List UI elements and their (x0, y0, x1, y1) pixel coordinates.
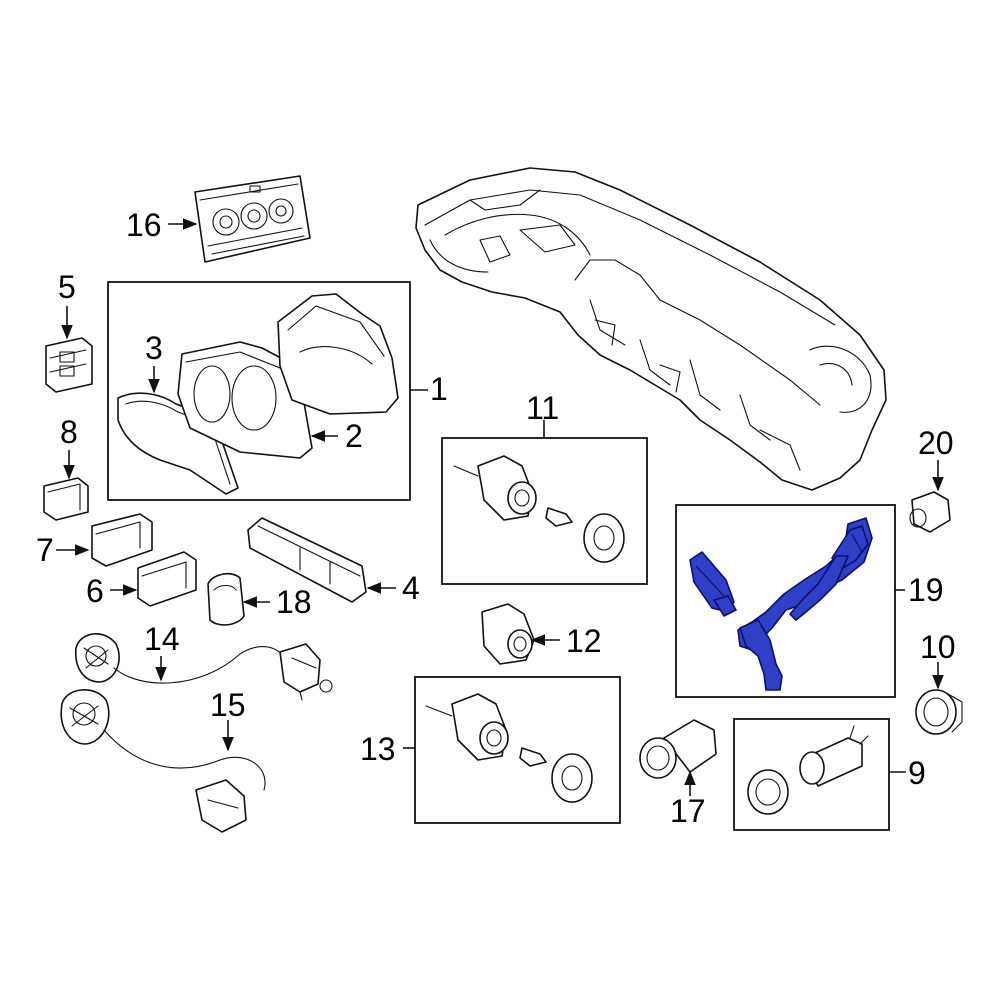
part-9-box (733, 718, 890, 831)
callout-12: 12 (566, 623, 602, 659)
part-13-box (414, 676, 621, 824)
part-6-switch[interactable] (137, 551, 197, 607)
callout-17: 17 (670, 793, 706, 829)
part-1-box (107, 281, 411, 501)
callout-19: 19 (908, 572, 944, 608)
callout-10: 10 (920, 629, 956, 665)
callout-11: 11 (526, 390, 559, 426)
callout-15: 15 (210, 687, 246, 723)
callout-3: 3 (145, 330, 163, 366)
callout-5: 5 (58, 269, 76, 305)
callout-18: 18 (276, 584, 312, 620)
callout-7: 7 (36, 532, 54, 568)
part-18-knob[interactable] (207, 572, 245, 626)
part-11-switch-assembly[interactable] (453, 455, 625, 563)
callout-8: 8 (60, 414, 78, 450)
part-12-switch[interactable] (481, 603, 535, 665)
part-2-cluster-bezel[interactable] (177, 341, 313, 459)
part-4-switch-panel[interactable] (247, 517, 367, 603)
part-7-switch[interactable] (91, 513, 153, 567)
part-17-socket[interactable] (639, 719, 717, 779)
part-19-box (675, 504, 896, 698)
callout-9: 9 (908, 755, 926, 791)
part-1-cluster-face[interactable] (277, 293, 399, 415)
callout-14: 14 (144, 621, 180, 657)
part-13-switch-assembly[interactable] (425, 693, 593, 803)
part-8-button[interactable] (43, 477, 89, 521)
part-14-harness[interactable] (75, 633, 333, 701)
leader-lines (56, 218, 944, 796)
part-16-climate-control[interactable] (194, 175, 311, 263)
callout-labels: 16 5 3 1 2 8 11 20 7 6 18 4 19 12 14 10 … (36, 207, 956, 829)
callout-6: 6 (86, 573, 104, 609)
callout-20: 20 (918, 425, 954, 461)
part-19-wiring-harness[interactable] (689, 517, 873, 691)
part-10-bezel[interactable] (915, 689, 963, 735)
callout-13: 13 (360, 731, 396, 767)
part-5-switch[interactable] (45, 337, 93, 393)
callout-1: 1 (430, 371, 448, 407)
callout-16: 16 (126, 207, 162, 243)
part-11-box (441, 437, 648, 585)
part-9-socket-assembly[interactable] (747, 725, 869, 815)
part-20-sensor[interactable] (909, 491, 951, 533)
dashboard-panel (415, 167, 887, 491)
part-15-harness[interactable] (60, 689, 266, 833)
callout-2: 2 (345, 418, 363, 454)
callout-4: 4 (402, 570, 420, 606)
